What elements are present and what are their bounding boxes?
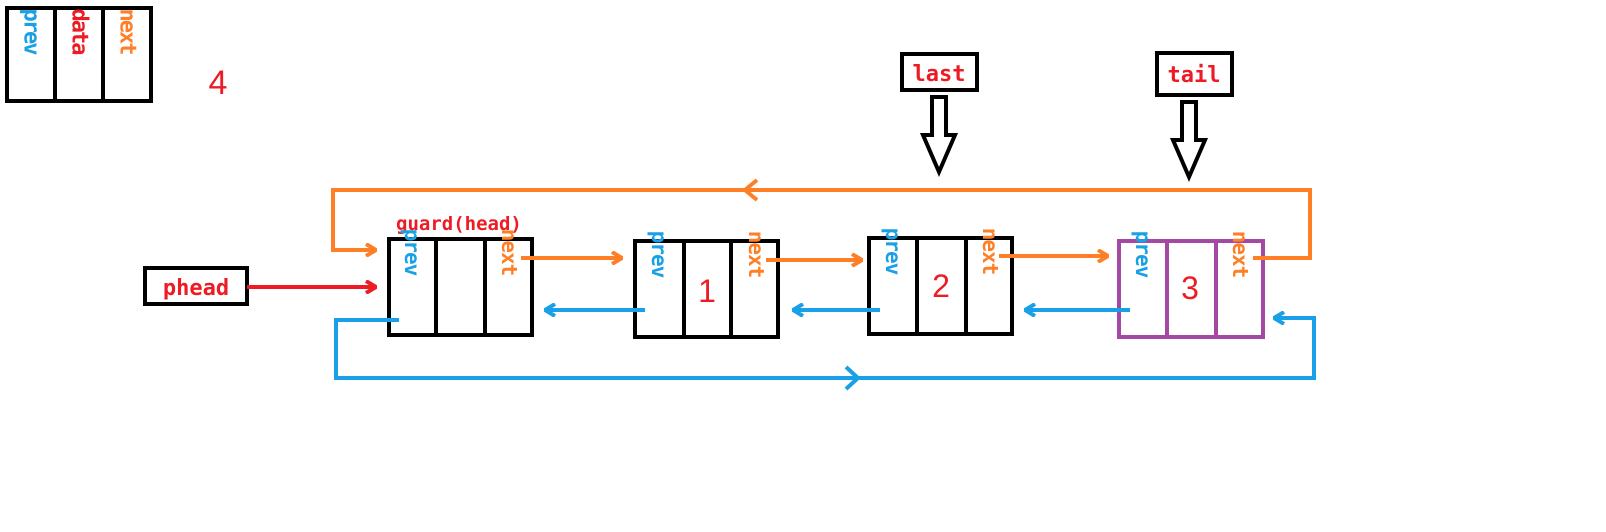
node-count: 4	[209, 64, 228, 102]
last-down-arrow-icon	[919, 95, 959, 178]
node-prev-label: prev	[400, 229, 424, 276]
node-prev-label: prev	[647, 231, 671, 278]
node-next-label: next	[497, 229, 521, 276]
guard-caption: guard(head)	[396, 213, 522, 235]
node-prev-label: prev	[881, 228, 905, 275]
next-loop-tail-to-guard	[331, 188, 1312, 260]
node-next-label: next	[744, 231, 768, 278]
node-next-label: next	[978, 228, 1002, 275]
list-node-2: prev 2 next	[867, 228, 1014, 336]
tail-down-arrow-icon	[1169, 100, 1209, 183]
phead-label: phead	[163, 276, 229, 301]
node-next-label: next	[1228, 231, 1252, 278]
phead-pointer: phead	[143, 266, 249, 306]
guard-node: prev next	[387, 229, 534, 337]
node-data-value: 2	[932, 268, 950, 304]
list-node-3: prev 3 next	[1117, 231, 1265, 339]
legend-prev-label: prev	[19, 9, 44, 56]
prev-loop-direction-arrowhead	[844, 365, 861, 391]
node-data-value: 3	[1181, 270, 1199, 306]
last-label: last	[913, 62, 966, 87]
tail-pointer: tail	[1155, 51, 1234, 97]
legend-node: prev data next	[5, 6, 153, 103]
node-prev-label: prev	[1131, 231, 1155, 278]
last-pointer: last	[900, 52, 979, 92]
legend-next-label: next	[115, 9, 140, 55]
tail-label: tail	[1168, 63, 1221, 88]
prev-loop-guard-to-tail	[334, 318, 1316, 380]
list-node-1: prev 1 next	[633, 231, 780, 339]
next-loop-direction-arrowhead	[741, 178, 759, 202]
legend-data-label: data	[67, 9, 92, 55]
node-data-value: 1	[698, 273, 716, 309]
